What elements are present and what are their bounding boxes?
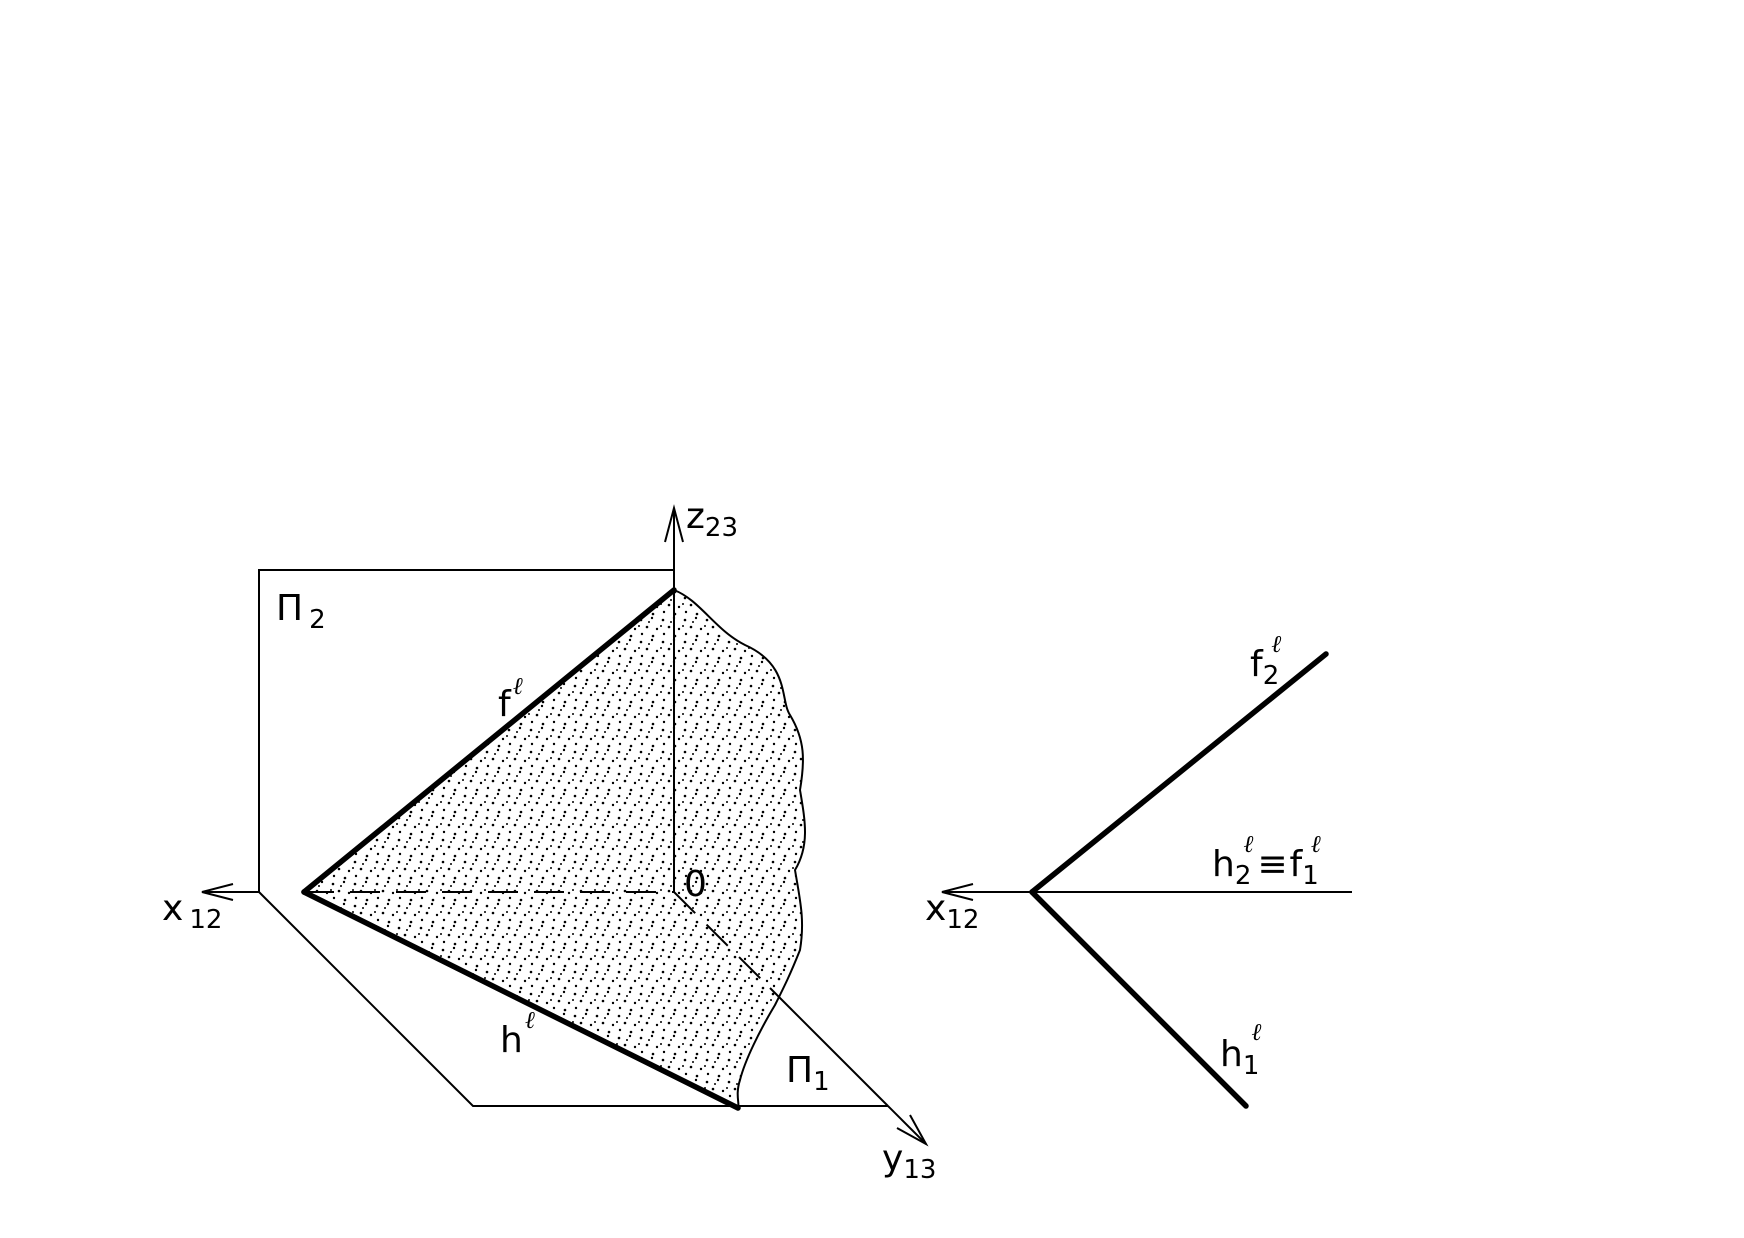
epure-f2-label: f2ℓ: [1250, 630, 1281, 691]
z-axis-label: z23: [686, 496, 738, 543]
plane-frontal-outline: [258, 569, 674, 892]
y-axis-visible-segment: [769, 987, 889, 1107]
plane-region: [304, 590, 805, 1108]
z-axis-arrowhead: [664, 504, 684, 543]
y-axis-line: [887, 1105, 927, 1145]
trace-frontal-line: [301, 587, 677, 895]
y-axis-label: y13: [882, 1138, 936, 1185]
plane-horizontal-label: Π1: [786, 1050, 830, 1097]
epure-h1-line: [1029, 889, 1249, 1109]
hidden-y-segment: [673, 891, 771, 989]
epure-coincident-label: h2ℓ≡f1ℓ: [1212, 830, 1321, 891]
trace-frontal-label: fℓ: [498, 672, 523, 725]
origin-label: 0: [684, 864, 707, 905]
epure-view: x12 f2ℓ h2ℓ≡f1ℓ h1ℓ: [925, 630, 1352, 1109]
epure-x-axis-arrowhead: [941, 883, 974, 901]
epure-h1-label: h1ℓ: [1220, 1018, 1261, 1081]
y-axis-arrowhead: [896, 1114, 929, 1147]
break-line: [673, 589, 806, 1109]
trace-horizontal-label: hℓ: [500, 1006, 535, 1061]
plane-horizontal-outline: [258, 891, 888, 1107]
x-axis-arrowhead: [201, 883, 234, 901]
trace-horizontal-line: [301, 889, 741, 1111]
epure-x-axis-label: x12: [925, 888, 979, 935]
epure-f2-line: [1029, 651, 1329, 895]
